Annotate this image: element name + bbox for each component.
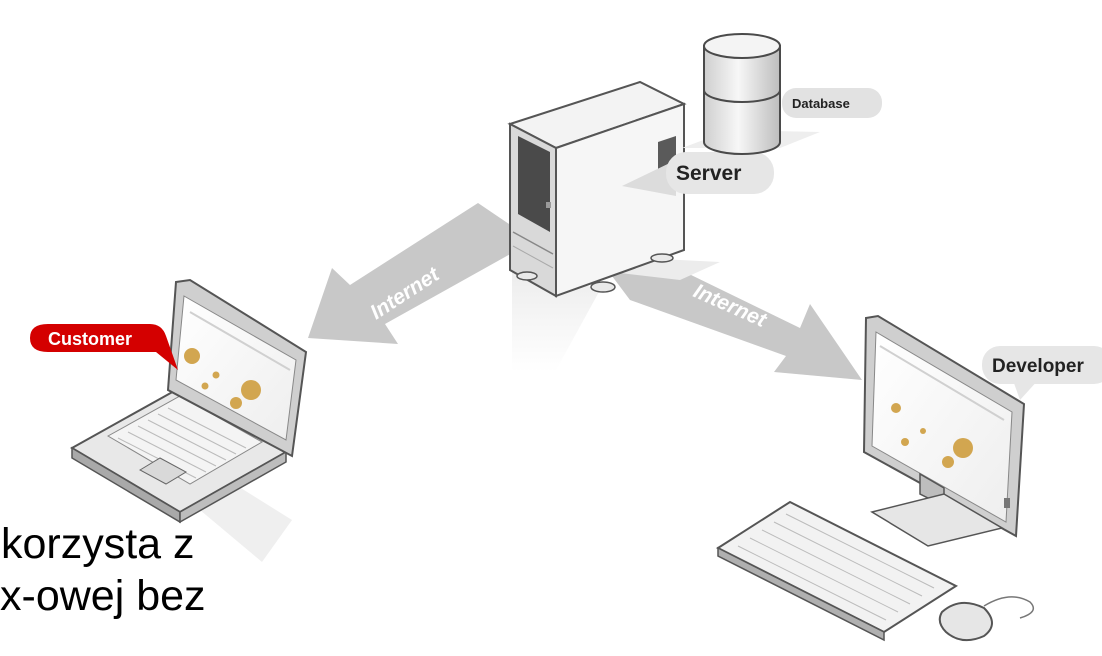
screen-dot: [953, 438, 973, 458]
database-label: Database: [792, 96, 850, 111]
developer-computer: [715, 314, 1035, 642]
server-label-callout: Server: [622, 152, 774, 196]
customer-label: Customer: [48, 329, 132, 349]
server-label: Server: [676, 162, 741, 185]
database-label-callout: Database: [782, 88, 882, 118]
developer-label: Developer: [992, 356, 1084, 377]
screen-dot: [901, 438, 909, 446]
customer-badge: Customer: [30, 324, 178, 370]
body-text-line-1: korzysta z: [1, 520, 195, 568]
screen-dot: [212, 371, 220, 379]
database-cylinder: [682, 33, 820, 155]
screen-dot: [230, 397, 242, 409]
body-text-line-2: x-owej bez: [0, 572, 206, 620]
internet-arrow-left: Internet: [308, 203, 514, 344]
screen-dot: [184, 348, 200, 364]
customer-laptop: [69, 278, 308, 562]
server-tower: [507, 80, 720, 372]
screen-dot: [920, 428, 926, 434]
screen-dot: [241, 380, 261, 400]
screen-dot: [942, 456, 954, 468]
developer-label-callout: Developer: [982, 346, 1102, 400]
screen-dot: [891, 403, 901, 413]
screen-dot: [201, 382, 209, 390]
